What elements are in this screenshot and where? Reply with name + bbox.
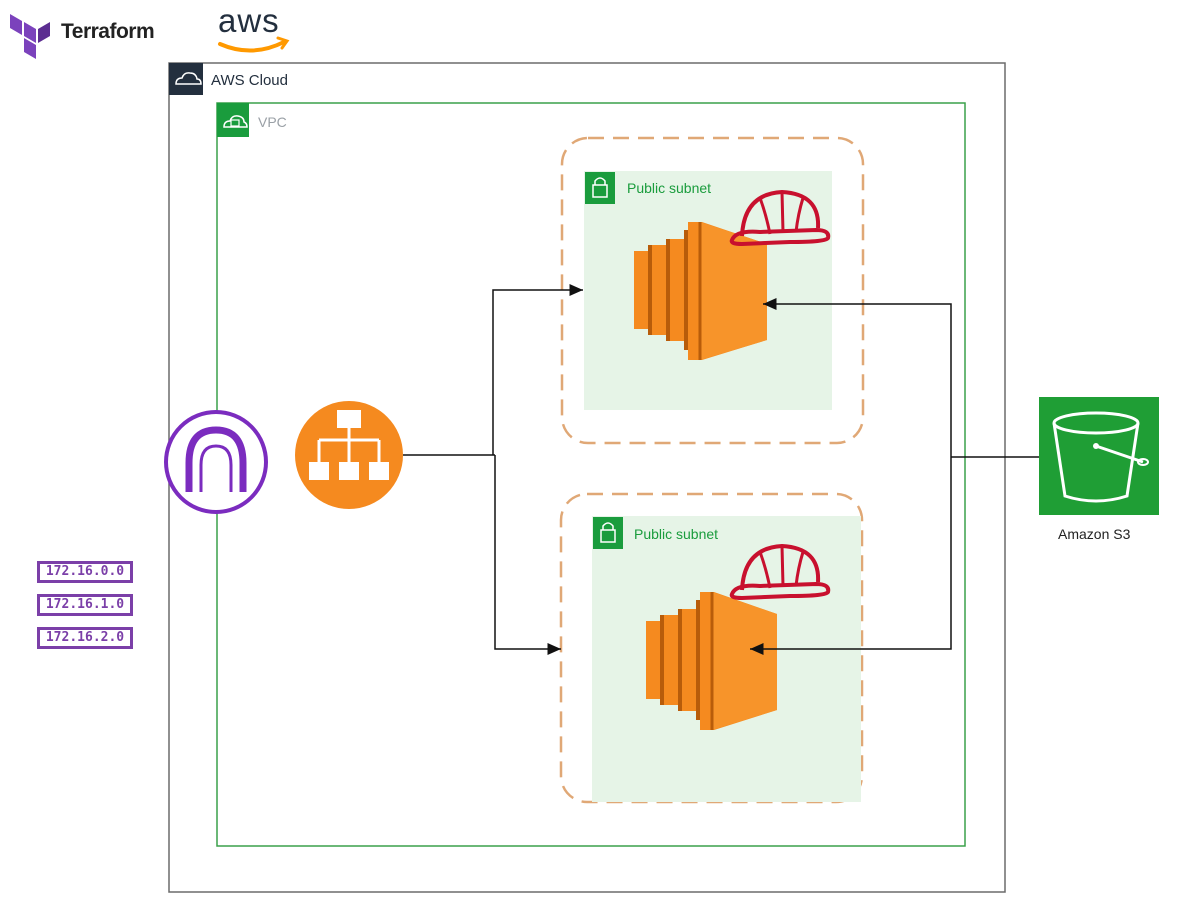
terraform-logo [10,14,50,59]
vpc-cloud-icon [217,103,249,137]
lock-icon [585,172,615,204]
internet-gateway-icon [164,410,268,514]
subnet-1-label: Public subnet [627,180,712,196]
cidr-block: 172.16.1.0 [37,594,133,616]
ec2-instance-icon [646,592,777,730]
connectors [403,284,1039,655]
ec2-instance-icon [634,222,767,360]
lb-to-ec2-2-arrow [494,455,561,655]
aws-cloud-label: AWS Cloud [211,72,288,89]
hard-hat-icon [729,189,831,247]
subnet-2-label: Public subnet [634,526,719,542]
lb-to-ec2-1-arrow [492,284,583,455]
terraform-logo-text: Terraform [61,20,155,43]
hard-hat-icon [729,543,831,601]
lock-icon [593,517,623,549]
vpc-label: VPC [258,114,287,130]
cidr-block: 172.16.2.0 [37,627,133,649]
aws-logo-text: aws [218,2,280,39]
aws-logo [218,36,290,53]
s3-to-ec2-1-arrow [763,298,952,457]
s3-label: Amazon S3 [1058,526,1131,542]
load-balancer-icon [295,401,403,509]
s3-to-ec2-2-arrow [750,457,952,655]
s3-bucket-icon [1039,397,1159,515]
aws-cloud-icon [169,63,203,95]
cidr-block: 172.16.0.0 [37,561,133,583]
